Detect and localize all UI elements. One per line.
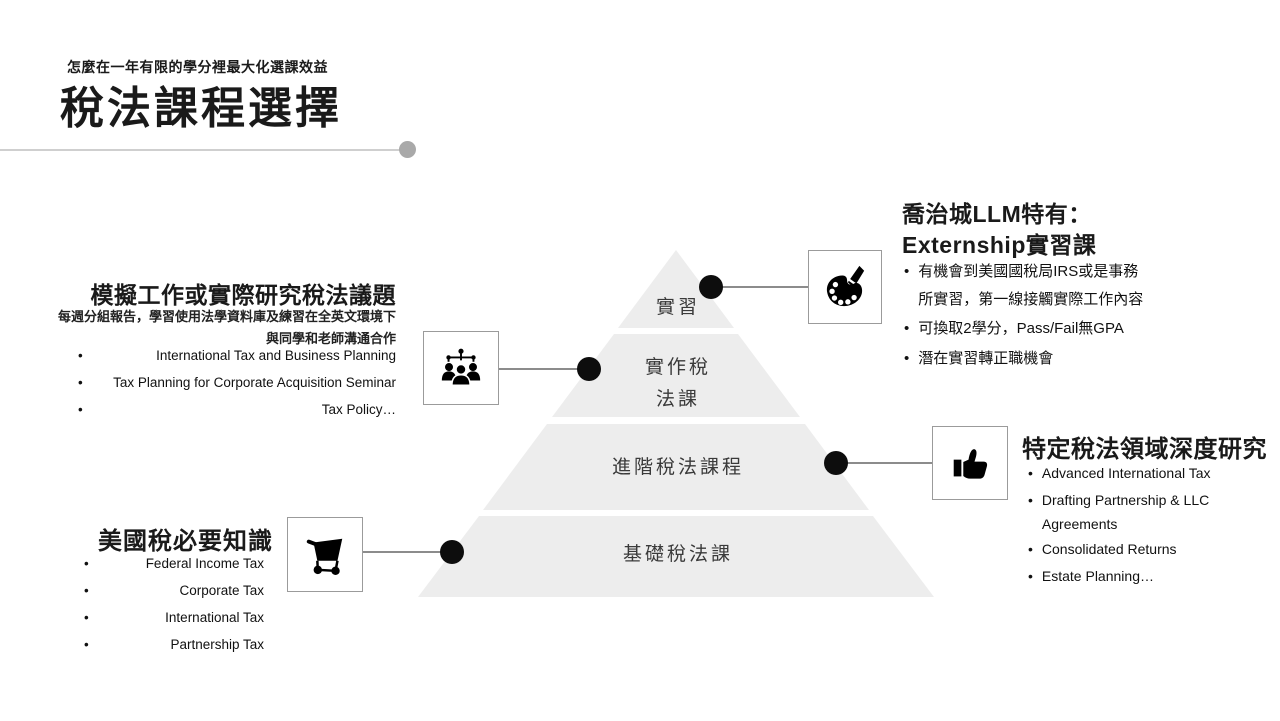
- bullet-marker: •: [84, 583, 89, 598]
- pyramid-diagram: 實習 實作稅 法課 進階稅法課程 基礎稅法課: [418, 250, 934, 597]
- practice-bullet-item: • International Tax and Business Plannin…: [40, 348, 396, 363]
- icon-box-practicum: [423, 331, 499, 405]
- palette-icon: [826, 265, 865, 307]
- deep-dive-bullet-line: Consolidated Returns: [1041, 541, 1177, 557]
- deep-dive-bullet-item: • Consolidated Returns: [1028, 537, 1177, 561]
- us-tax-bullet-text: Federal Income Tax: [145, 556, 264, 571]
- practice-heading: 模擬工作或實際研究稅法議題: [90, 282, 396, 308]
- bullet-marker: •: [1028, 541, 1033, 557]
- tier-2-label-line1: 實作稅: [645, 356, 711, 378]
- practice-bullet-item: • Tax Planning for Corporate Acquisition…: [40, 375, 396, 390]
- practice-bullet-text: Tax Policy…: [321, 402, 396, 417]
- practice-subtext-line2: 與同學和老師溝通合作: [265, 331, 396, 346]
- deep-dive-heading: 特定稅法領域深度研究: [1022, 436, 1267, 463]
- externship-bullet-line: 所實習，第一線接觸實際工作內容: [918, 291, 1144, 308]
- us-tax-bullet-item: • Corporate Tax: [60, 583, 264, 598]
- externship-heading-line1: 喬治城LLM特有：: [902, 201, 1092, 227]
- practice-bullet-text: Tax Planning for Corporate Acquisition S…: [113, 375, 396, 390]
- connector-tier1: [706, 286, 810, 288]
- page-title: 稅法課程選擇: [60, 84, 342, 133]
- deep-dive-bullet-line: Advanced International Tax: [1041, 465, 1211, 481]
- practice-bullet-text: International Tax and Business Planning: [156, 348, 396, 363]
- us-tax-basics-heading: 美國稅必要知識: [98, 528, 273, 555]
- node-dot-tier1: [699, 275, 723, 299]
- tier-4-label: 基礎稅法課: [623, 543, 733, 565]
- pyramid-tier-advanced: [483, 424, 869, 510]
- deep-dive-bullet-line: Drafting Partnership & LLC: [1041, 492, 1210, 508]
- slide-kicker: 怎麼在一年有限的學分裡最大化選課效益: [67, 59, 328, 75]
- externship-bullet-item: • 有機會到美國國稅局IRS或是事務 所實習，第一線接觸實際工作內容: [904, 258, 1143, 314]
- deep-dive-bullet-item: • Advanced International Tax: [1028, 461, 1211, 485]
- externship-bullet-line: 可換取2學分，Pass/Fail無GPA: [918, 320, 1124, 337]
- us-tax-bullet-text: Partnership Tax: [170, 637, 264, 652]
- icon-box-externship: [808, 250, 882, 324]
- pyramid-tier-practicum: [552, 334, 800, 417]
- tier-1-label: 實習: [656, 296, 700, 318]
- practice-subtext-line1: 每週分組報告，學習使用法學資料庫及練習在全英文環境下: [57, 309, 396, 324]
- pyramid-tier-internship: [618, 250, 734, 328]
- icon-box-deep-dive: [932, 426, 1008, 500]
- team-network-icon: [441, 348, 481, 387]
- connector-tier4: [357, 551, 453, 553]
- bullet-marker: •: [84, 556, 89, 571]
- us-tax-bullet-item: • Federal Income Tax: [60, 556, 264, 571]
- deep-dive-bullet-line: Agreements: [1041, 516, 1118, 532]
- externship-heading-line2: Externship實習課: [902, 232, 1097, 258]
- deep-dive-bullet-line: Estate Planning…: [1041, 568, 1154, 584]
- tier-3-label: 進階稅法課程: [612, 456, 744, 478]
- shopping-cart-icon: [306, 538, 343, 575]
- practice-bullet-item: • Tax Policy…: [40, 402, 396, 417]
- bullet-marker: •: [904, 263, 910, 280]
- bullet-marker: •: [84, 637, 89, 652]
- divider-end-dot: [399, 141, 416, 158]
- externship-bullet-line: 有機會到美國國稅局IRS或是事務: [918, 263, 1139, 280]
- us-tax-bullet-text: Corporate Tax: [179, 583, 264, 598]
- bullet-marker: •: [1028, 465, 1033, 481]
- bullet-marker: •: [78, 375, 83, 390]
- bullet-marker: •: [904, 320, 910, 337]
- us-tax-bullet-item: • International Tax: [60, 610, 264, 625]
- deep-dive-bullet-item: • Estate Planning…: [1028, 564, 1154, 588]
- pyramid-tier-basics: [418, 516, 934, 597]
- thumbs-up-icon: [953, 449, 988, 479]
- deep-dive-bullet-item: • Drafting Partnership & LLC Agreements: [1028, 488, 1209, 536]
- bullet-marker: •: [78, 402, 83, 417]
- node-dot-tier2: [577, 357, 601, 381]
- bullet-marker: •: [78, 348, 83, 363]
- connector-tier2: [494, 368, 590, 370]
- icon-box-basics: [287, 517, 363, 592]
- divider-line: [0, 149, 400, 151]
- connector-tier3: [836, 462, 934, 464]
- externship-bullet-line: 潛在實習轉正職機會: [918, 350, 1054, 367]
- bullet-marker: •: [84, 610, 89, 625]
- us-tax-bullet-item: • Partnership Tax: [60, 637, 264, 652]
- bullet-marker: •: [904, 350, 910, 367]
- node-dot-tier3: [824, 451, 848, 475]
- bullet-marker: •: [1028, 492, 1033, 508]
- bullet-marker: •: [1028, 568, 1033, 584]
- us-tax-bullet-text: International Tax: [165, 610, 264, 625]
- externship-bullet-item: • 可換取2學分，Pass/Fail無GPA: [904, 315, 1124, 343]
- node-dot-tier4: [440, 540, 464, 564]
- externship-bullet-item: • 潛在實習轉正職機會: [904, 345, 1053, 373]
- tier-2-label-line2: 法課: [656, 388, 700, 410]
